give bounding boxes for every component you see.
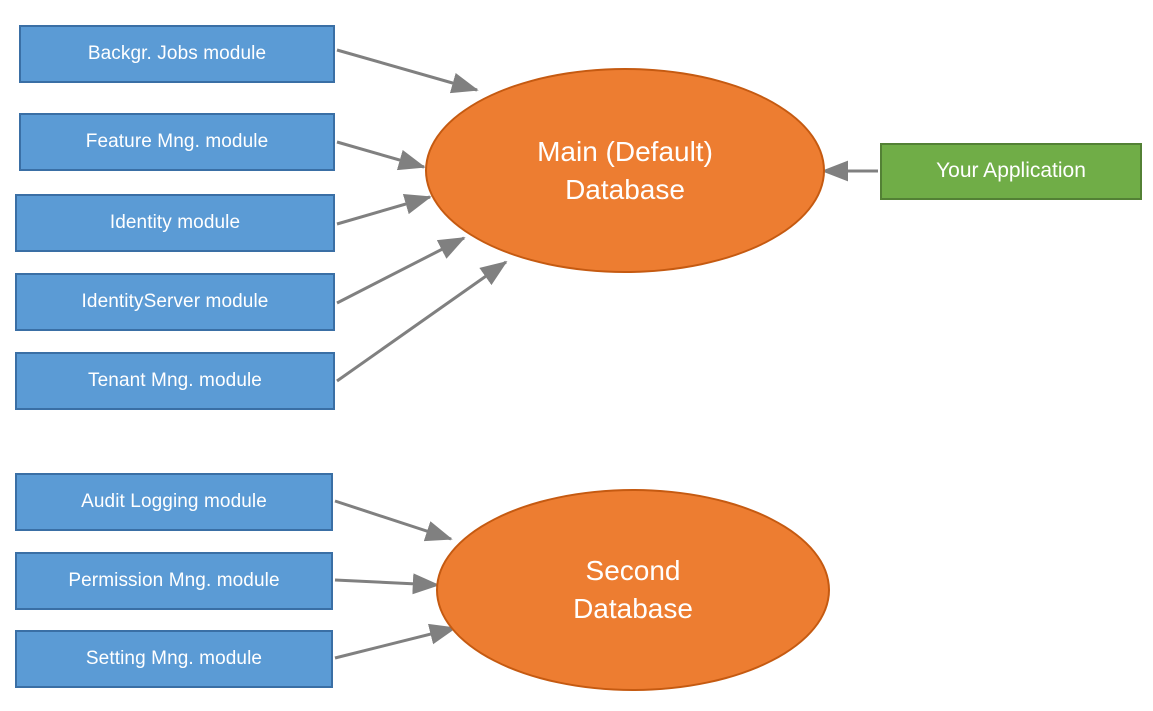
module-label: Feature Mng. module	[85, 130, 269, 152]
connector-setting-management-to-second-database	[334, 623, 457, 660]
module-box-setting-management[interactable]: Setting Mng. module	[15, 630, 333, 688]
connector-audit-logging-to-second-database	[334, 499, 453, 542]
module-label: Tenant Mng. module	[88, 369, 262, 391]
module-label: Audit Logging module	[81, 490, 267, 512]
module-label: Identity module	[109, 211, 241, 233]
connector-permission-management-to-second-database	[334, 573, 440, 595]
module-label: Backgr. Jobs module	[87, 42, 267, 64]
module-box-background-jobs[interactable]: Backgr. Jobs module	[19, 25, 335, 83]
connector-identity-server-to-main-database	[336, 236, 466, 305]
module-label: Permission Mng. module	[68, 569, 280, 591]
module-box-audit-logging[interactable]: Audit Logging module	[15, 473, 333, 531]
application-label: Your Application	[936, 159, 1086, 183]
module-label: Setting Mng. module	[85, 647, 263, 669]
database-label: Second Database	[573, 555, 693, 624]
connector-tenant-management-to-main-database	[336, 260, 508, 383]
module-box-identity[interactable]: Identity module	[15, 194, 335, 252]
module-box-identity-server[interactable]: IdentityServer module	[15, 273, 335, 331]
application-box-your-application[interactable]: Your Application	[880, 143, 1142, 200]
database-second[interactable]: Second Database	[436, 489, 830, 691]
module-label: IdentityServer module	[81, 290, 269, 312]
database-label: Main (Default) Database	[537, 135, 713, 205]
connector-identity-to-main-database	[336, 193, 432, 226]
connector-background-jobs-to-main-database	[336, 48, 479, 94]
module-box-tenant-management[interactable]: Tenant Mng. module	[15, 352, 335, 410]
module-box-feature-management[interactable]: Feature Mng. module	[19, 113, 335, 171]
database-main[interactable]: Main (Default) Database	[425, 68, 825, 273]
connector-feature-management-to-main-database	[336, 140, 426, 171]
module-box-permission-management[interactable]: Permission Mng. module	[15, 552, 333, 610]
